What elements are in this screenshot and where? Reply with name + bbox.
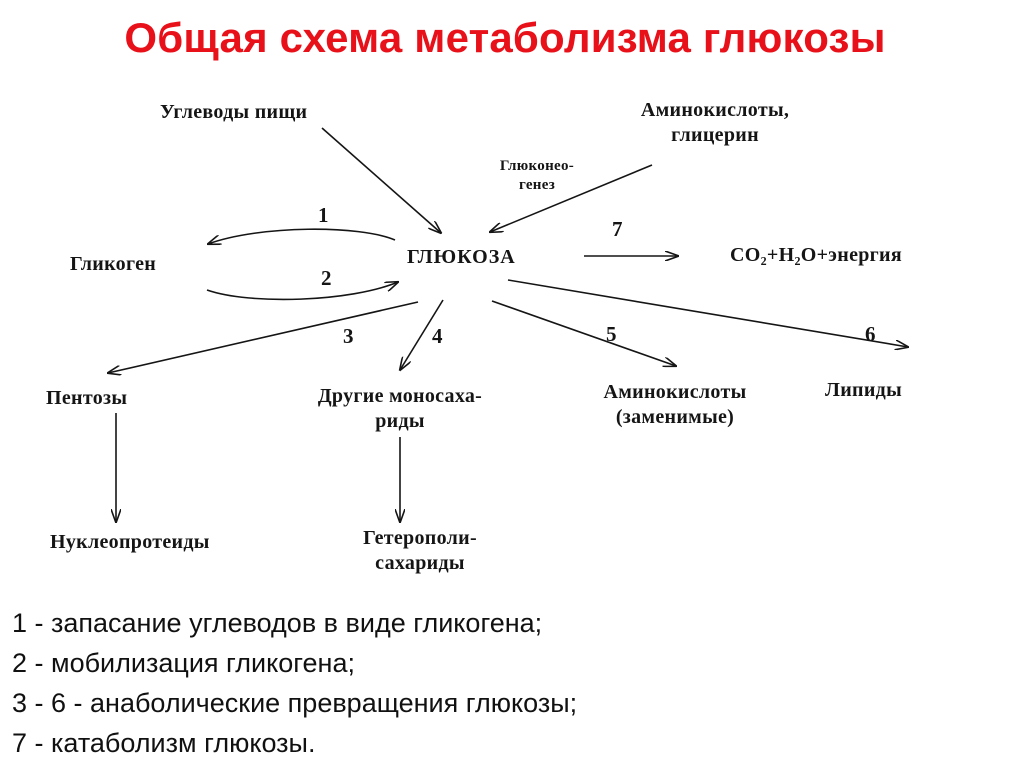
node-amino-glycerol: Аминокислоты, глицерин: [600, 98, 830, 148]
legend-item-3: 3 - 6 - анаболические превращения глюкоз…: [12, 688, 578, 718]
node-nucleoproteins: Нуклеопротеиды: [50, 531, 210, 553]
arrow-4-glucose-to-monosaccharides: [400, 299, 444, 370]
page-title: Общая схема метаболизма глюкозы: [124, 14, 886, 61]
node-pentoses: Пентозы: [46, 387, 128, 409]
diagram-arrows: [0, 127, 1024, 600]
legend-item-1: 1 - запасание углеводов в виде гликогена…: [12, 608, 543, 638]
arrow-3-glucose-to-pentoses: [108, 301, 419, 373]
pathway-number-6: 6: [865, 322, 876, 346]
arrow-amino-to-glucose: [490, 164, 653, 232]
node-food-carbs: Углеводы пищи: [160, 101, 308, 123]
pathway-number-5: 5: [606, 322, 617, 346]
node-amino-nonessential-line1: Аминокислоты: [603, 381, 747, 403]
legend-item-2: 2 - мобилизация гликогена;: [12, 648, 355, 678]
glucose-metabolism-diagram: Углеводы пищи Аминокислоты, глицерин Глю…: [0, 98, 1024, 600]
arrow-5-glucose-to-aminoacids: [491, 300, 676, 366]
pathway-number-4: 4: [432, 324, 443, 348]
label-gluconeogenesis-line1: Глюконео-: [499, 158, 575, 174]
arrow-1-glucose-to-glycogen: [208, 228, 396, 244]
node-glucose: ГЛЮКОЗА: [407, 246, 516, 268]
legend: 1 - запасание углеводов в виде гликогена…: [12, 603, 1012, 763]
node-lipids: Липиды: [825, 379, 903, 401]
pathway-number-7: 7: [612, 217, 623, 241]
arrow-6-glucose-to-lipids: [507, 279, 908, 347]
node-other-monosaccharides: Другие моносаха- риды: [270, 384, 530, 434]
pathway-number-2: 2: [321, 266, 332, 290]
node-products: CO₂+H₂O+энергия: [730, 244, 902, 266]
arrow-2-glycogen-to-glucose: [206, 282, 398, 301]
arrow-food-to-glucose: [321, 127, 441, 233]
node-amino-nonessential-line2: (заменимые): [615, 406, 735, 428]
label-gluconeogenesis: Глюконео- генез: [482, 157, 592, 195]
node-glycogen: Гликоген: [70, 253, 157, 275]
node-heteropolysaccharides-line2: сахариды: [375, 552, 465, 574]
label-gluconeogenesis-line2: генез: [518, 177, 556, 193]
node-other-monosaccharides-line2: риды: [375, 410, 425, 432]
node-heteropolysaccharides: Гетерополи- сахариды: [320, 526, 520, 576]
pathway-number-1: 1: [318, 203, 329, 227]
node-amino-glycerol-line1: Аминокислоты,: [640, 99, 790, 121]
node-amino-glycerol-line2: глицерин: [671, 124, 759, 146]
node-amino-nonessential: Аминокислоты (заменимые): [560, 380, 790, 430]
legend-item-4: 7 - катаболизм глюкозы.: [12, 728, 316, 758]
pathway-number-3: 3: [343, 324, 354, 348]
node-other-monosaccharides-line1: Другие моносаха-: [317, 385, 483, 407]
node-heteropolysaccharides-line1: Гетерополи-: [363, 527, 477, 549]
